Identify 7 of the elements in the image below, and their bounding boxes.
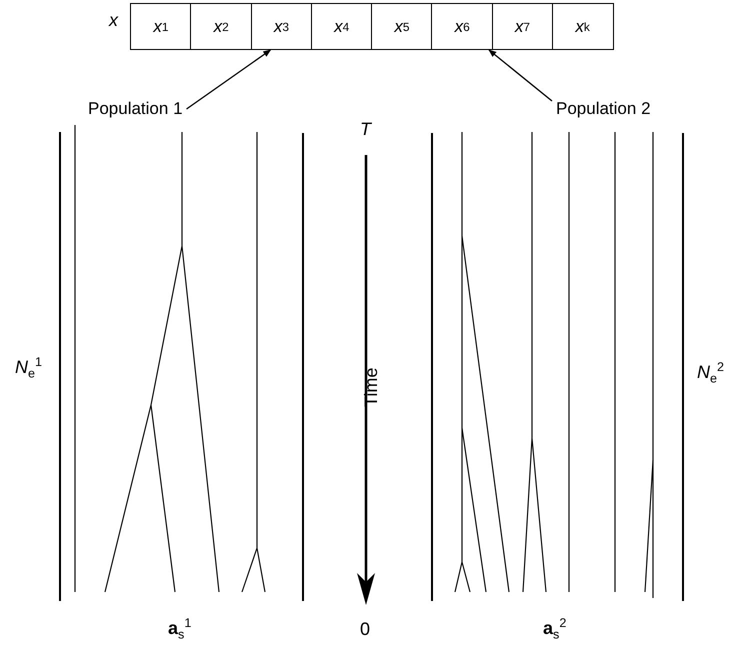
time-start-label: T xyxy=(360,119,371,140)
population-label: Population 1 xyxy=(88,99,183,119)
population-label: Population 2 xyxy=(556,99,651,119)
arrow xyxy=(488,50,552,102)
variable-name: x xyxy=(109,10,118,31)
time-end-label: 0 xyxy=(360,619,370,640)
arrow xyxy=(186,49,272,110)
